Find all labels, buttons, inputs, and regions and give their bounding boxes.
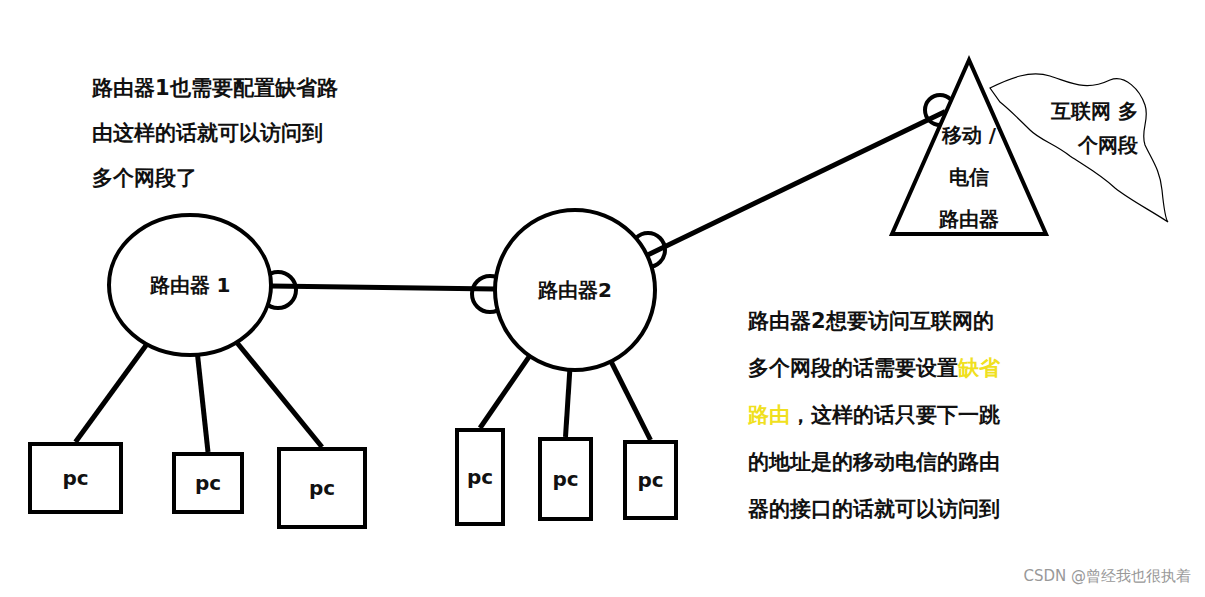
link-line xyxy=(566,370,570,437)
node-label: pc xyxy=(467,465,493,489)
router-circle: 路由器 1 xyxy=(107,213,273,357)
link-line xyxy=(198,355,208,452)
pc-box: pc xyxy=(172,452,244,514)
link-line xyxy=(237,342,322,447)
note-text: 路由器2想要访问互联网的多个网段的话需要设置 xyxy=(748,309,994,380)
link-line xyxy=(76,344,147,442)
node-label: pc xyxy=(637,468,663,492)
pc-box: pc xyxy=(28,442,123,514)
node-label: 移动 /电信 路由器 xyxy=(936,114,1002,240)
router-circle: 路由器2 xyxy=(493,208,657,372)
link-line xyxy=(480,356,530,428)
node-label: 路由器2 xyxy=(538,277,612,304)
note-text: 路由器1也需要配置缺省路由这样的话就可以访问到多个网段了 xyxy=(92,66,342,201)
watermark: CSDN @曾经我也很执着 xyxy=(1023,567,1191,586)
link-line xyxy=(271,286,495,289)
internet-cloud: 互联网 多个网段 xyxy=(990,70,1170,225)
cloud-shape xyxy=(990,74,1168,222)
note-block: 路由器2想要访问互联网的多个网段的话需要设置缺省路由，这样的话只要下一跳的地址是… xyxy=(748,298,1004,533)
ellipse-shape xyxy=(109,215,271,355)
node-label: pc xyxy=(309,476,335,500)
node-label: pc xyxy=(552,467,578,491)
node-label: 互联网 多个网段 xyxy=(1042,94,1138,162)
node-label: pc xyxy=(195,471,221,495)
pc-box: pc xyxy=(277,447,367,529)
node-label: 路由器 1 xyxy=(150,272,231,299)
pc-box: pc xyxy=(538,437,593,521)
ellipse-shape xyxy=(495,210,655,370)
node-label: pc xyxy=(62,466,88,490)
pc-box: pc xyxy=(623,440,678,520)
link-line xyxy=(611,361,651,440)
pc-box: pc xyxy=(455,428,505,526)
